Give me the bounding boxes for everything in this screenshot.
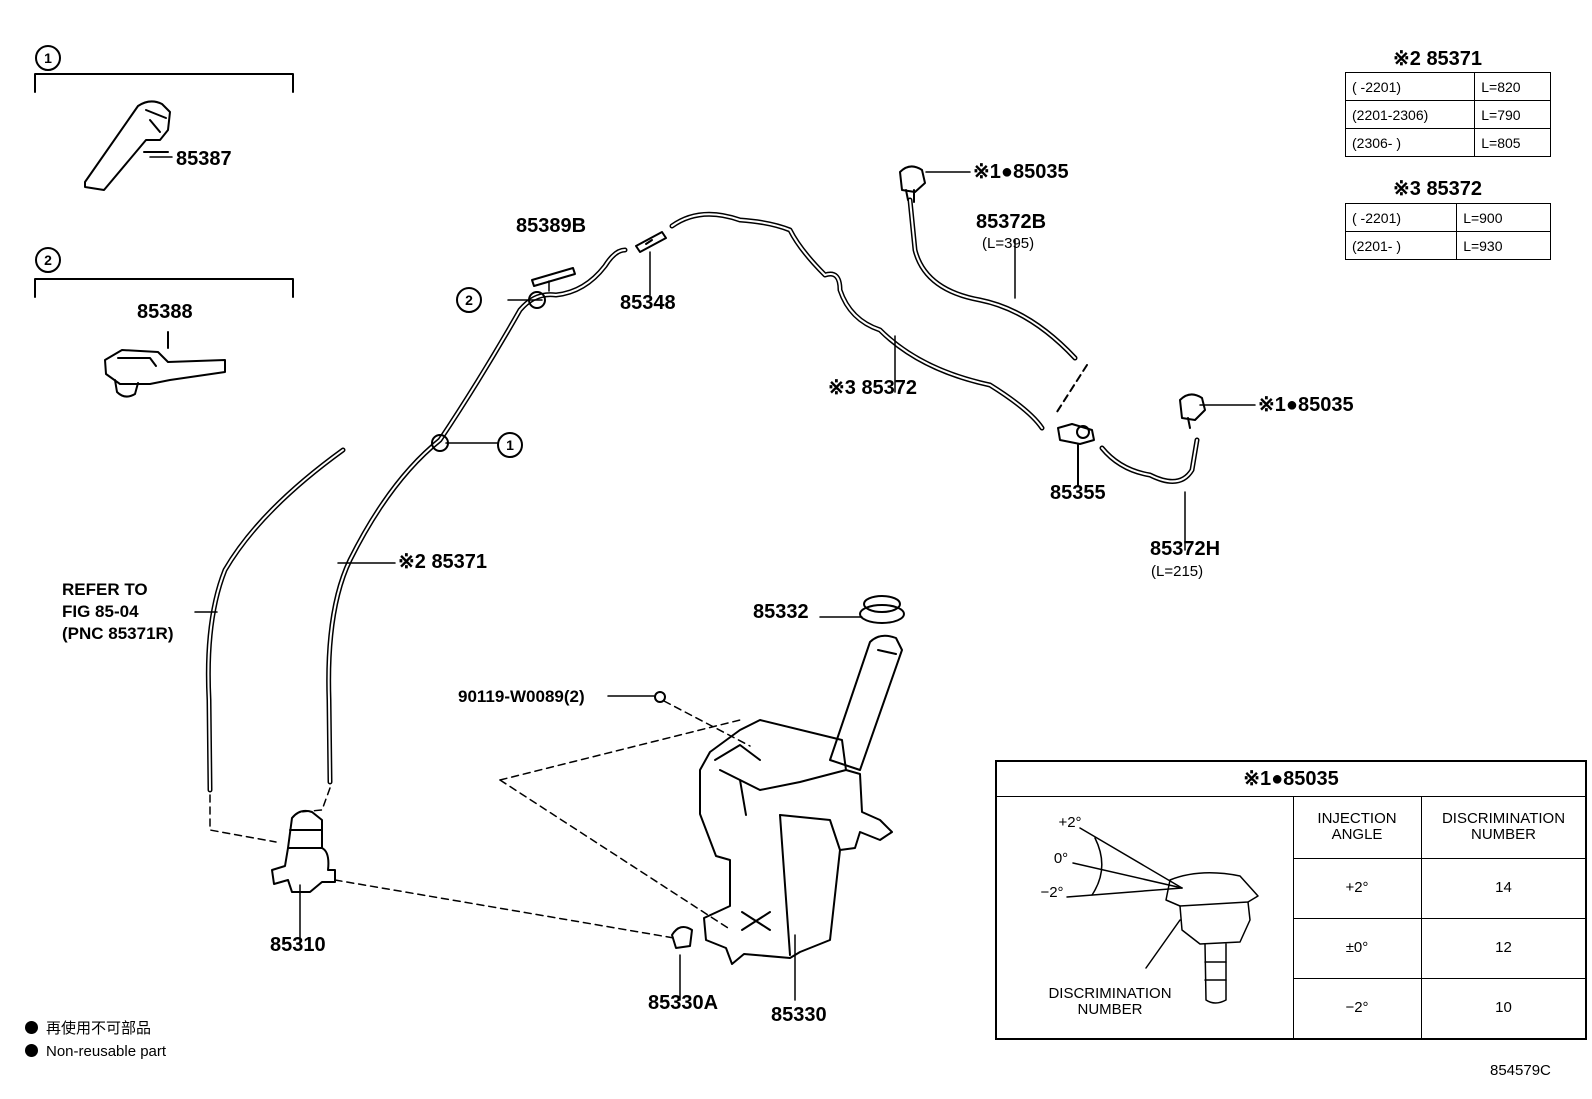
range-cell: (2201-2306) [1344,100,1476,129]
leader-lines [149,156,1256,1001]
length-table-85371-title: ※2 85371 [1393,48,1483,70]
label-85330a[interactable]: 85330A [648,992,719,1014]
label-85035-b[interactable]: ※1●85035 [1258,394,1354,416]
tube-85389b [531,267,576,287]
column-header-discrimination-number: DISCRIMINATION NUMBER [1441,810,1566,843]
refer-line-3: (PNC 85371R) [62,624,174,643]
label-85332[interactable]: 85332 [753,601,809,623]
hose-85371-inner [327,249,626,783]
screw-90119 [654,691,666,703]
range-cell: ( -2201) [1344,203,1458,232]
group-bracket-2 [34,278,294,298]
label-85372h[interactable]: 85372H [1150,538,1221,560]
label-85389b[interactable]: 85389B [516,215,587,237]
label-85330[interactable]: 85330 [771,1004,827,1026]
range-cell: ( -2201) [1344,72,1476,101]
angle-label-plus: +2° [1058,814,1082,831]
divider [1293,797,1294,1038]
dashed-links [209,700,751,939]
length-cell: L=930 [1456,231,1551,260]
refer-line-1: REFER TO [62,580,148,599]
pump-85310 [271,809,336,893]
column-header-injection-angle: INJECTION ANGLE [1317,810,1397,843]
label-85035-a[interactable]: ※1●85035 [973,161,1069,183]
group-bracket-1 [34,73,294,93]
label-85355[interactable]: 85355 [1050,482,1106,504]
number-cell: 10 [1495,999,1512,1016]
length-table-85372: ( -2201)L=900 (2201- )L=930 [1344,203,1551,260]
table-row: ( -2201)L=820 [1344,72,1551,101]
angle-label-minus: −2° [1040,884,1064,901]
clip-85388-drawing [104,331,226,398]
injection-angle-table: ※1●85035 +2° 0° −2° DISCRIMINATION NUMBE… [995,760,1587,1040]
hose-85372h [1099,437,1200,484]
discrimination-number-label: DISCRIMINATION NUMBER [1048,985,1172,1018]
nozzle-85035-b [1179,393,1206,429]
label-90119[interactable]: 90119-W0089(2) [458,687,585,706]
connector-85355 [1057,423,1095,487]
length-cell: L=790 [1474,100,1551,129]
legend-jp: 再使用不可部品 [25,1017,151,1038]
divider [1421,797,1422,1038]
bullet-icon [25,1021,38,1034]
table-row: (2201- )L=930 [1344,231,1551,260]
angle-label-zero: 0° [1053,850,1069,867]
bullet-icon [25,1044,38,1057]
table-row: (2306- )L=805 [1344,128,1551,157]
label-85372b[interactable]: 85372B [976,211,1047,233]
injection-table-title: ※1●85035 [997,762,1585,797]
length-cell: L=900 [1456,203,1551,232]
grommet-85330a [671,925,693,949]
figure-code: 854579C [1490,1062,1551,1079]
clip-85387-drawing [84,100,171,191]
label-85388[interactable]: 85388 [137,301,193,323]
range-cell: (2306- ) [1344,128,1476,157]
table-row: (2201-2306)L=790 [1344,100,1551,129]
length-table-85372-title: ※3 85372 [1393,178,1483,200]
label-85372b-length: (L=395) [982,235,1035,252]
group-callout-1: 1 [35,45,61,71]
divider [1293,858,1585,859]
legend-en: Non-reusable part [25,1043,166,1060]
length-cell: L=820 [1474,72,1551,101]
label-85372h-length: (L=215) [1151,563,1204,580]
number-cell: 14 [1495,879,1512,896]
callout-1: 1 [497,432,523,458]
seal-85332 [859,595,905,624]
table-row: ( -2201)L=900 [1344,203,1551,232]
nozzle-85035-a [899,165,926,203]
angle-cell: ±0° [1345,939,1369,956]
dashed-link-85372b [1054,364,1088,416]
hose-85372b [907,197,1078,361]
range-cell: (2201- ) [1344,231,1458,260]
number-cell: 12 [1495,939,1512,956]
length-cell: L=805 [1474,128,1551,157]
angle-cell: +2° [1345,879,1369,896]
refer-line-2: FIG 85-04 [62,602,139,621]
label-85310[interactable]: 85310 [270,934,326,956]
divider [1293,918,1585,919]
joint-85348 [635,231,667,253]
nozzle-angle-drawing [1066,827,1259,1004]
divider [1293,978,1585,979]
legend-jp-text: 再使用不可部品 [46,1020,152,1037]
label-85371[interactable]: ※2 85371 [398,551,488,573]
tank-85330 [699,634,903,965]
legend-en-text: Non-reusable part [46,1043,167,1060]
group-callout-2: 2 [35,247,61,273]
hose-85371r [205,447,346,793]
angle-cell: −2° [1345,999,1369,1016]
label-85372[interactable]: ※3 85372 [828,377,918,399]
label-85348[interactable]: 85348 [620,292,676,314]
label-85387[interactable]: 85387 [176,148,232,170]
callout-2: 2 [456,287,482,313]
hose-85372 [669,211,1045,431]
length-table-85371: ( -2201)L=820 (2201-2306)L=790 (2306- )L… [1344,72,1551,157]
